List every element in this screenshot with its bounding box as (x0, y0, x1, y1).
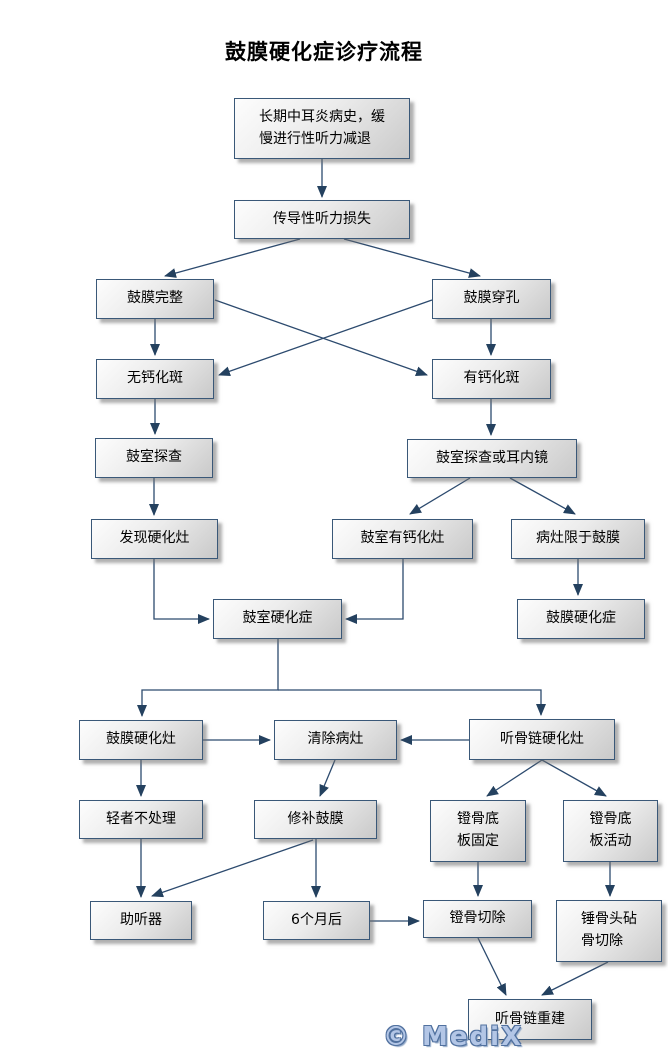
node-found-sclerosis: 发现硬化灶 (91, 519, 218, 559)
node-tm-intact: 鼓膜完整 (96, 279, 214, 319)
connector-remove-repair (319, 759, 336, 797)
node-repair-tm: 修补鼓膜 (254, 800, 377, 839)
node-tympanosclerosis: 鼓室硬化症 (213, 599, 342, 639)
node-lesion-limited-tm: 病灶限于鼓膜 (511, 519, 645, 559)
connector-split-left (137, 639, 279, 717)
node-tm-sclerotic-foci: 鼓膜硬化灶 (79, 720, 203, 760)
node-no-calcification: 无钙化斑 (96, 359, 214, 399)
watermark: © MediX (383, 1022, 524, 1048)
connector-ossicular-fixed (486, 759, 543, 797)
node-conductive-loss: 传导性听力损失 (234, 200, 410, 239)
connector-conductive-intact (164, 238, 301, 278)
node-malleus-incus-removal: 锤骨头砧 骨切除 (556, 900, 662, 962)
node-stapes-footplate-fixed: 镫骨底 板固定 (430, 800, 526, 862)
connector-endoscope-limited (509, 477, 576, 515)
connector-calcfoci-tympanosclerosis (345, 559, 404, 624)
connector-ossicular-mobile (541, 759, 607, 797)
connector-stapedectomy-recon (477, 937, 507, 996)
node-tympanic-exploration: 鼓室探查 (95, 438, 213, 478)
node-tympanic-calc-foci: 鼓室有钙化灶 (332, 519, 473, 559)
connector-endoscope-calcfoci (409, 477, 471, 515)
node-hearing-aid: 助听器 (90, 901, 192, 940)
connector-split-right (278, 689, 546, 716)
node-stapes-footplate-mobile: 镫骨底 板活动 (563, 800, 658, 862)
connector-perforation-nocalc (218, 299, 433, 377)
connector-malleus-recon (541, 961, 609, 996)
node-has-calcification: 有钙化斑 (432, 359, 551, 399)
node-after-six-months: 6个月后 (263, 901, 370, 940)
connector-conductive-perforation (343, 238, 481, 278)
node-myringosclerosis: 鼓膜硬化症 (517, 599, 645, 639)
node-mild-no-treatment: 轻者不处理 (79, 800, 203, 839)
node-remove-lesion: 清除病灶 (274, 720, 397, 760)
node-exploration-or-endoscope: 鼓室探查或耳内镜 (407, 439, 577, 478)
node-stapedectomy: 镫骨切除 (423, 900, 532, 938)
node-ossicular-reconstruction: 听骨链重建 (468, 999, 592, 1040)
connector-intact-hascalc (214, 299, 428, 377)
connector-repair-hearingaid (151, 839, 314, 898)
node-ossicular-sclerotic-foci: 听骨链硬化灶 (469, 719, 615, 760)
page-title: 鼓膜硬化症诊疗流程 (225, 40, 423, 64)
connector-found-tympanosclerosis (153, 558, 210, 624)
node-tm-perforation: 鼓膜穿孔 (432, 279, 551, 319)
node-history: 长期中耳炎病史，缓 慢进行性听力减退 (234, 98, 410, 159)
